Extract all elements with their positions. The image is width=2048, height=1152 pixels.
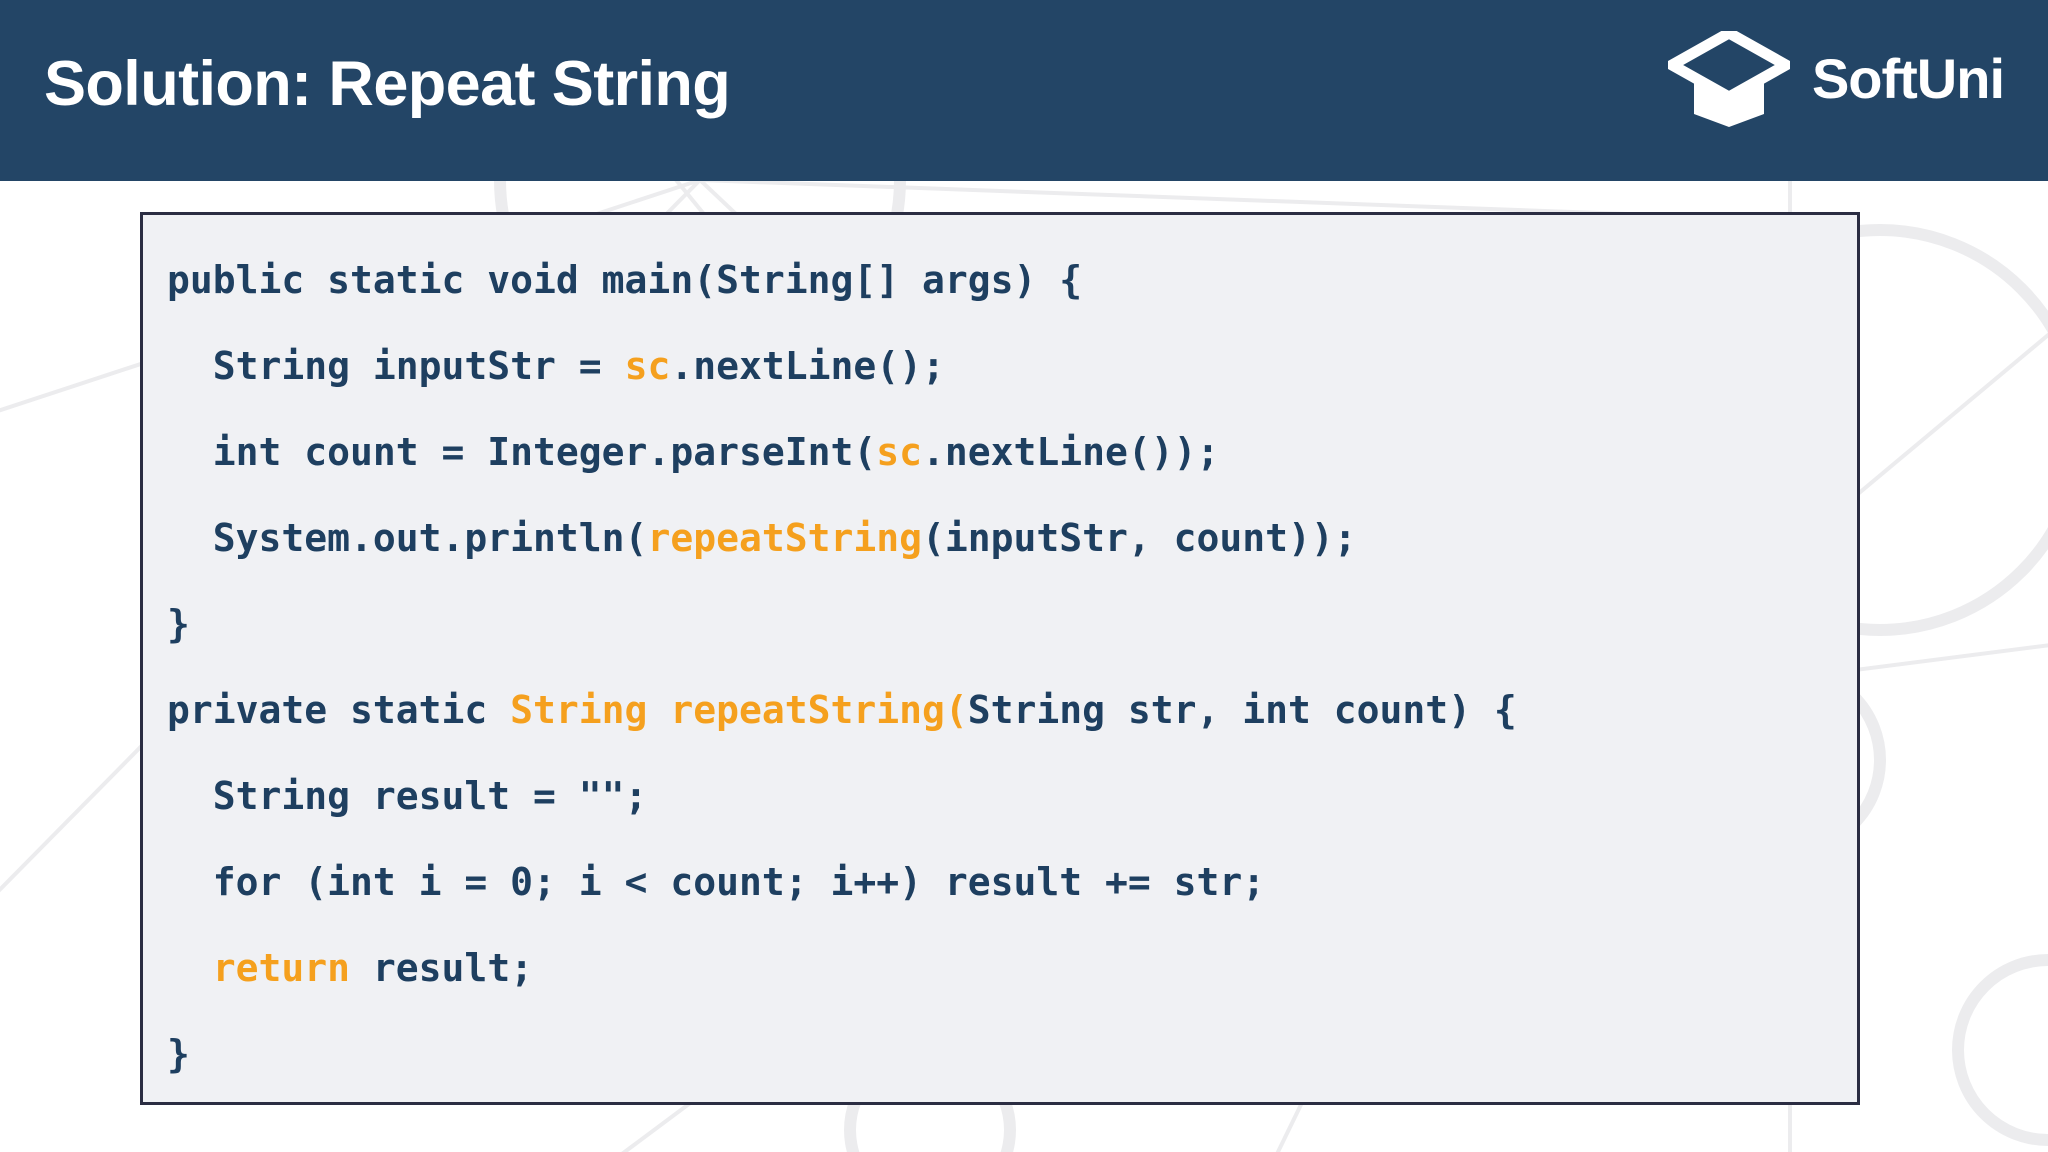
code-token-plain: .nextLine()); <box>921 430 1220 474</box>
brand-name: SoftUni <box>1811 47 2005 110</box>
code-token-plain: for (int i = 0; i < count; i++) result +… <box>167 860 1266 904</box>
code-token-plain: System.out.println( <box>167 516 648 560</box>
code-token-plain: public static void main(String[] args) { <box>167 258 1083 302</box>
code-token-plain: String result = ""; <box>167 774 648 818</box>
code-token-fn: repeatString <box>647 516 922 560</box>
code-token-plain: result; <box>350 946 534 990</box>
graduation-cap-icon <box>1660 26 1798 127</box>
code-line: System.out.println(repeatString(inputStr… <box>167 495 1857 581</box>
code-line: String inputStr = sc.nextLine(); <box>167 323 1857 409</box>
code-line: private static String repeatString(Strin… <box>167 667 1857 753</box>
slide-header-bar: Solution: Repeat String SoftUni <box>0 0 2048 181</box>
page-title: Solution: Repeat String <box>44 49 731 119</box>
code-line: } <box>167 1011 1857 1097</box>
code-line: String result = ""; <box>167 753 1857 839</box>
code-block: public static void main(String[] args) {… <box>140 212 1860 1105</box>
code-token-plain: private static <box>167 688 511 732</box>
code-token-plain: int count = Integer.parseInt( <box>167 430 877 474</box>
code-token-plain: } <box>167 602 190 646</box>
code-token-plain: String inputStr = <box>167 344 625 388</box>
code-lines: public static void main(String[] args) {… <box>143 215 1857 1097</box>
code-token-plain: } <box>167 1032 190 1076</box>
code-token-plain: String str, int count) { <box>967 688 1517 732</box>
code-line: public static void main(String[] args) { <box>167 237 1857 323</box>
code-token-type: String repeatString( <box>510 688 968 732</box>
code-token-plain: (inputStr, count)); <box>921 516 1357 560</box>
code-line: } <box>167 581 1857 667</box>
code-token-var: sc <box>624 344 671 388</box>
code-token-var: sc <box>876 430 922 474</box>
code-token-plain <box>167 946 213 990</box>
code-line: int count = Integer.parseInt(sc.nextLine… <box>167 409 1857 495</box>
code-token-plain: .nextLine(); <box>670 344 945 388</box>
code-line: for (int i = 0; i < count; i++) result +… <box>167 839 1857 925</box>
code-line: return result; <box>167 925 1857 1011</box>
brand-logo: SoftUni <box>1660 26 2005 128</box>
code-token-kw: return <box>212 946 351 990</box>
